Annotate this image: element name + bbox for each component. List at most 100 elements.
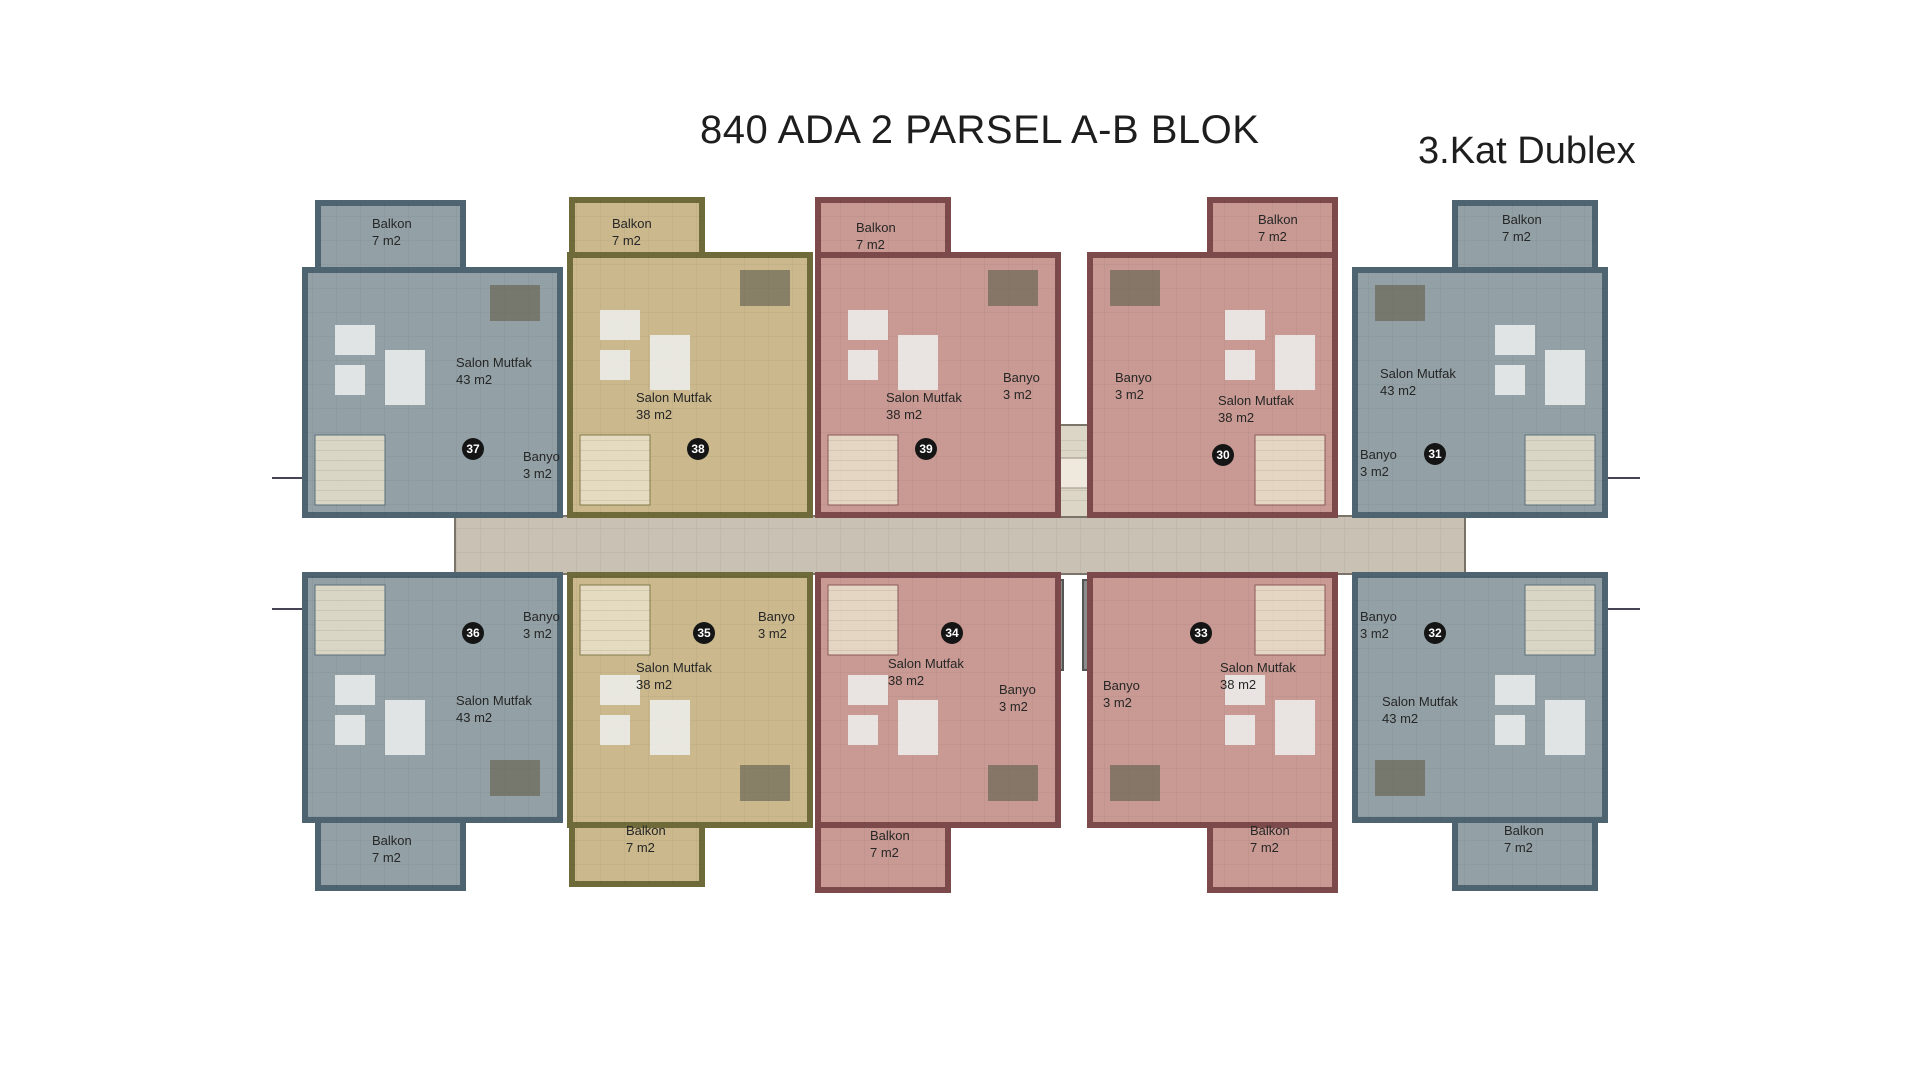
unit-number: 33	[1194, 626, 1208, 640]
bathroom-label: Banyo	[1360, 609, 1397, 624]
balcony-label: Balkon	[1258, 212, 1298, 227]
dining-table	[1375, 760, 1425, 796]
internal-stair-steps	[315, 435, 385, 505]
living-kitchen-area-label: 38 m2	[886, 407, 922, 422]
balcony-area-label: 7 m2	[1258, 229, 1287, 244]
balcony-area-label: 7 m2	[870, 845, 899, 860]
balcony-floor-tiles	[1455, 203, 1595, 273]
living-kitchen-area-label: 38 m2	[1218, 410, 1254, 425]
living-kitchen-area-label: 43 m2	[456, 372, 492, 387]
unit-number-badge	[1424, 443, 1446, 465]
balcony-label: Balkon	[626, 823, 666, 838]
bathroom-label: Banyo	[1360, 447, 1397, 462]
sofa	[650, 700, 690, 755]
living-kitchen-label: Salon Mutfak	[1382, 694, 1458, 709]
balcony-label: Balkon	[870, 828, 910, 843]
armchair	[848, 715, 878, 745]
internal-stair-steps	[580, 585, 650, 655]
living-kitchen-label: Salon Mutfak	[1380, 366, 1456, 381]
balcony-area-label: 7 m2	[1504, 840, 1533, 855]
sofa	[650, 335, 690, 390]
living-kitchen-area-label: 43 m2	[456, 710, 492, 725]
balcony-floor-tiles	[1455, 818, 1595, 888]
unit-number-badge	[1190, 622, 1212, 644]
unit-number-badge	[693, 622, 715, 644]
unit-number: 35	[697, 626, 711, 640]
living-kitchen-label: Salon Mutfak	[456, 693, 532, 708]
dining-table	[740, 765, 790, 801]
balcony-area-label: 7 m2	[372, 233, 401, 248]
armchair	[1495, 715, 1525, 745]
living-kitchen-label: Salon Mutfak	[888, 656, 964, 671]
living-kitchen-label: Salon Mutfak	[636, 660, 712, 675]
dining-table	[988, 270, 1038, 306]
dining-table	[1110, 765, 1160, 801]
bathroom-area-label: 3 m2	[999, 699, 1028, 714]
unit-number-badge	[462, 622, 484, 644]
bathroom-area-label: 3 m2	[523, 466, 552, 481]
living-kitchen-label: Salon Mutfak	[636, 390, 712, 405]
living-kitchen-area-label: 43 m2	[1382, 711, 1418, 726]
sofa	[898, 335, 938, 390]
balcony-floor-tiles	[572, 200, 702, 258]
balcony-floor-tiles	[818, 200, 948, 262]
armchair	[600, 715, 630, 745]
balcony-floor-tiles	[818, 818, 948, 890]
balcony-label: Balkon	[1504, 823, 1544, 838]
dining-table	[490, 285, 540, 321]
armchair	[1225, 350, 1255, 380]
living-kitchen-label: Salon Mutfak	[1218, 393, 1294, 408]
balcony-floor-tiles	[318, 818, 463, 888]
unit-number: 30	[1216, 448, 1230, 462]
armchair	[848, 350, 878, 380]
dining-table	[988, 765, 1038, 801]
sofa	[848, 675, 888, 705]
armchair	[1495, 365, 1525, 395]
sofa	[385, 350, 425, 405]
sofa	[1225, 675, 1265, 705]
bathroom-area-label: 3 m2	[1003, 387, 1032, 402]
dining-table	[1110, 270, 1160, 306]
sofa	[1545, 350, 1585, 405]
bathroom-label: Banyo	[1003, 370, 1040, 385]
dining-table	[490, 760, 540, 796]
sofa	[600, 310, 640, 340]
unit-number: 31	[1428, 447, 1442, 461]
armchair	[335, 365, 365, 395]
balcony-area-label: 7 m2	[612, 233, 641, 248]
armchair	[1225, 715, 1255, 745]
internal-stair-steps	[828, 435, 898, 505]
balcony-area-label: 7 m2	[856, 237, 885, 252]
dining-table	[1375, 285, 1425, 321]
sofa	[600, 675, 640, 705]
sofa	[385, 700, 425, 755]
bathroom-label: Banyo	[758, 609, 795, 624]
balcony-floor-tiles	[1210, 818, 1335, 890]
floor-subtitle: 3.Kat Dublex	[1418, 130, 1636, 172]
unit-number: 36	[466, 626, 480, 640]
living-kitchen-area-label: 38 m2	[636, 677, 672, 692]
sofa	[898, 700, 938, 755]
unit-number-badge	[915, 438, 937, 460]
living-kitchen-area-label: 38 m2	[1220, 677, 1256, 692]
bathroom-area-label: 3 m2	[1360, 464, 1389, 479]
balcony-area-label: 7 m2	[1502, 229, 1531, 244]
balcony-floor-tiles	[318, 203, 463, 273]
living-kitchen-area-label: 38 m2	[636, 407, 672, 422]
armchair	[600, 350, 630, 380]
balcony-label: Balkon	[856, 220, 896, 235]
unit-number-badge	[941, 622, 963, 644]
living-kitchen-area-label: 38 m2	[888, 673, 924, 688]
internal-stair-steps	[828, 585, 898, 655]
unit-number-badge	[1212, 444, 1234, 466]
bathroom-label: Banyo	[523, 449, 560, 464]
living-kitchen-label: Salon Mutfak	[456, 355, 532, 370]
sofa	[1495, 325, 1535, 355]
